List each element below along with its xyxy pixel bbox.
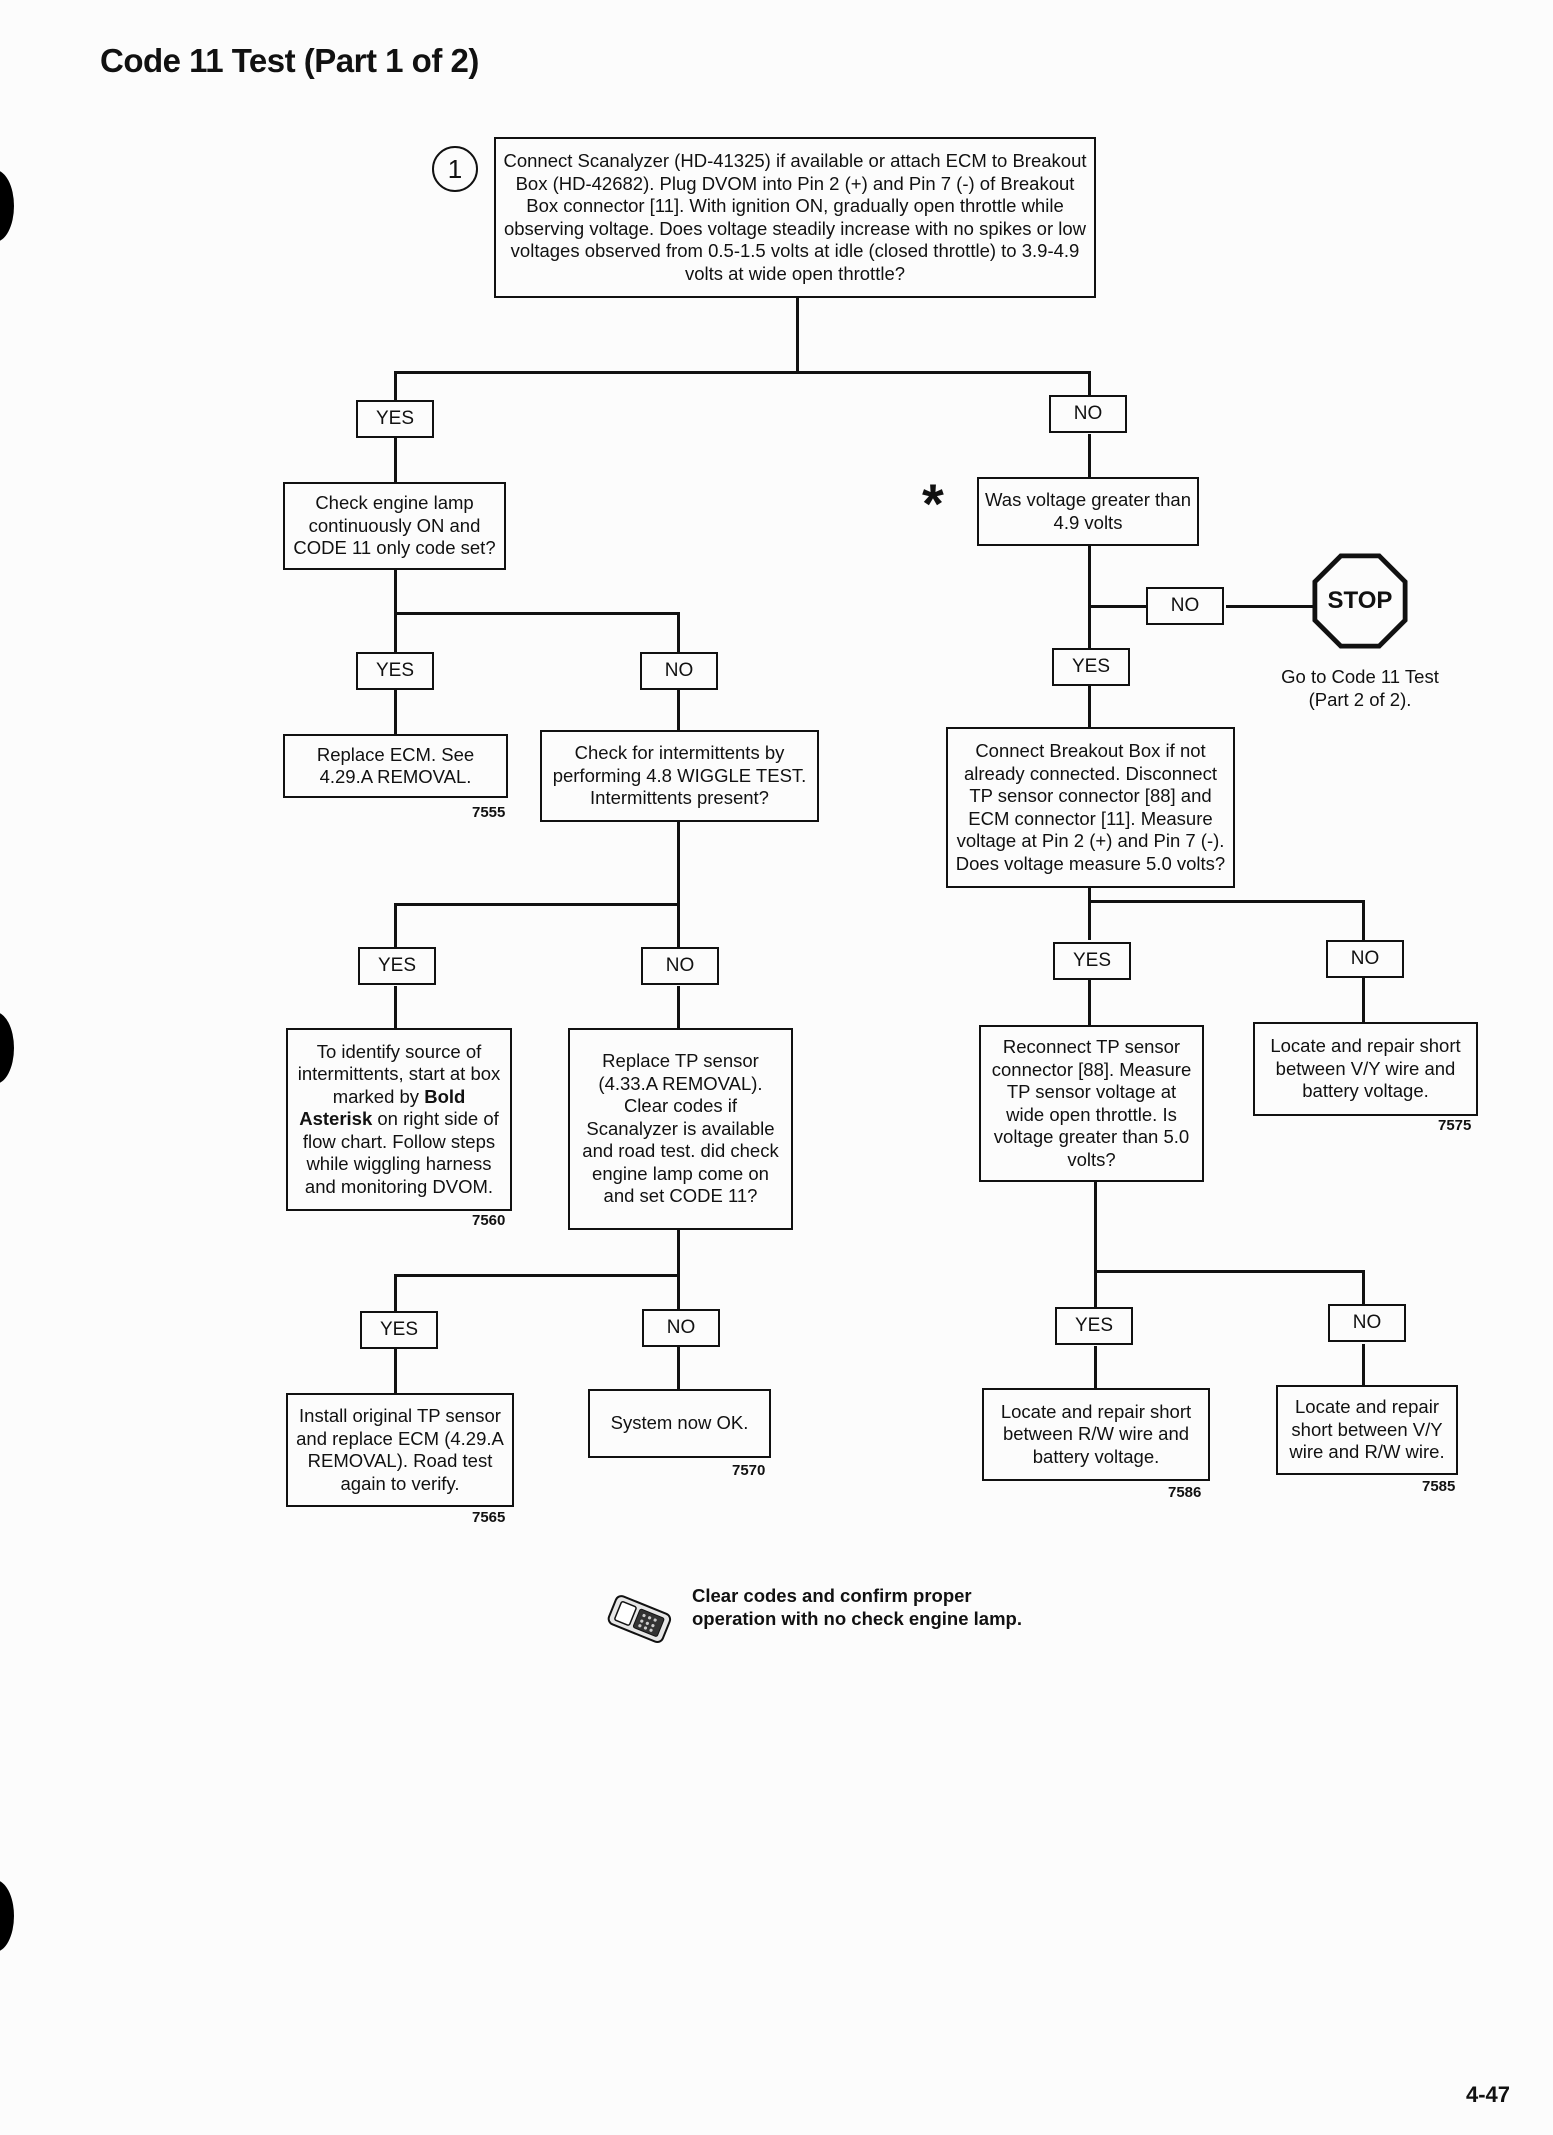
page-title: Code 11 Test (Part 1 of 2) xyxy=(100,42,479,79)
box-voltage-greater: Was voltage greater than 4.9 volts xyxy=(977,477,1199,546)
stop-label: STOP xyxy=(1327,587,1393,614)
box-replace-ecm: Replace ECM. See 4.29.A REMOVAL. xyxy=(283,734,508,798)
box-identify-source: To identify source of intermittents, sta… xyxy=(286,1028,512,1211)
box-check-engine-lamp: Check engine lamp continuously ON and CO… xyxy=(283,482,506,570)
box-system-ok: System now OK. xyxy=(588,1389,771,1458)
no-label: NO xyxy=(1049,395,1127,433)
bold-asterisk-marker: * xyxy=(922,472,944,535)
binding-hole xyxy=(0,170,14,242)
clear-codes-note: Clear codes and confirm proper operation… xyxy=(692,1585,1022,1629)
yes-label: YES xyxy=(360,1311,438,1349)
scanalyzer-icon xyxy=(607,1595,672,1644)
box-wiggle-test: Check for intermittents by performing 4.… xyxy=(540,730,819,822)
page-number: 4-47 xyxy=(1466,2082,1511,2107)
no-label: NO xyxy=(1146,587,1224,625)
ref-code: 7586 xyxy=(1168,1484,1202,1501)
yes-label: YES xyxy=(356,652,434,690)
no-label: NO xyxy=(1328,1304,1406,1342)
ref-code: 7585 xyxy=(1422,1478,1456,1495)
no-label: NO xyxy=(1326,940,1404,978)
no-label: NO xyxy=(642,1309,720,1347)
box-short-rw-battery: Locate and repair short between R/W wire… xyxy=(982,1388,1210,1481)
box-connect-scanalyzer: Connect Scanalyzer (HD-41325) if availab… xyxy=(494,137,1096,298)
box-reconnect-tp: Reconnect TP sensor connector [88]. Meas… xyxy=(979,1025,1204,1182)
no-label: NO xyxy=(640,652,718,690)
binding-hole xyxy=(0,1012,14,1084)
ref-code: 7560 xyxy=(472,1212,506,1229)
ref-code: 7575 xyxy=(1438,1117,1472,1134)
box-short-vy-rw: Locate and repair short between V/Y wire… xyxy=(1276,1385,1458,1475)
ref-code: 7555 xyxy=(472,804,506,821)
yes-label: YES xyxy=(1053,942,1131,980)
box-install-original: Install original TP sensor and replace E… xyxy=(286,1393,514,1507)
yes-label: YES xyxy=(356,400,434,438)
goto-part-2: Go to Code 11 Test (Part 2 of 2). xyxy=(1281,666,1439,710)
yes-label: YES xyxy=(358,947,436,985)
box-short-vy-battery: Locate and repair short between V/Y wire… xyxy=(1253,1022,1478,1116)
stop-sign-icon xyxy=(1312,553,1408,649)
no-label: NO xyxy=(641,947,719,985)
binding-hole xyxy=(0,1880,14,1952)
step-number-circle: 1 xyxy=(432,146,478,192)
box-replace-tp-sensor: Replace TP sensor (4.33.A REMOVAL). Clea… xyxy=(568,1028,793,1230)
yes-label: YES xyxy=(1055,1307,1133,1345)
ref-code: 7565 xyxy=(472,1509,506,1526)
yes-label: YES xyxy=(1052,648,1130,686)
ref-code: 7570 xyxy=(732,1462,766,1479)
box-connect-breakout: Connect Breakout Box if not already conn… xyxy=(946,727,1235,888)
